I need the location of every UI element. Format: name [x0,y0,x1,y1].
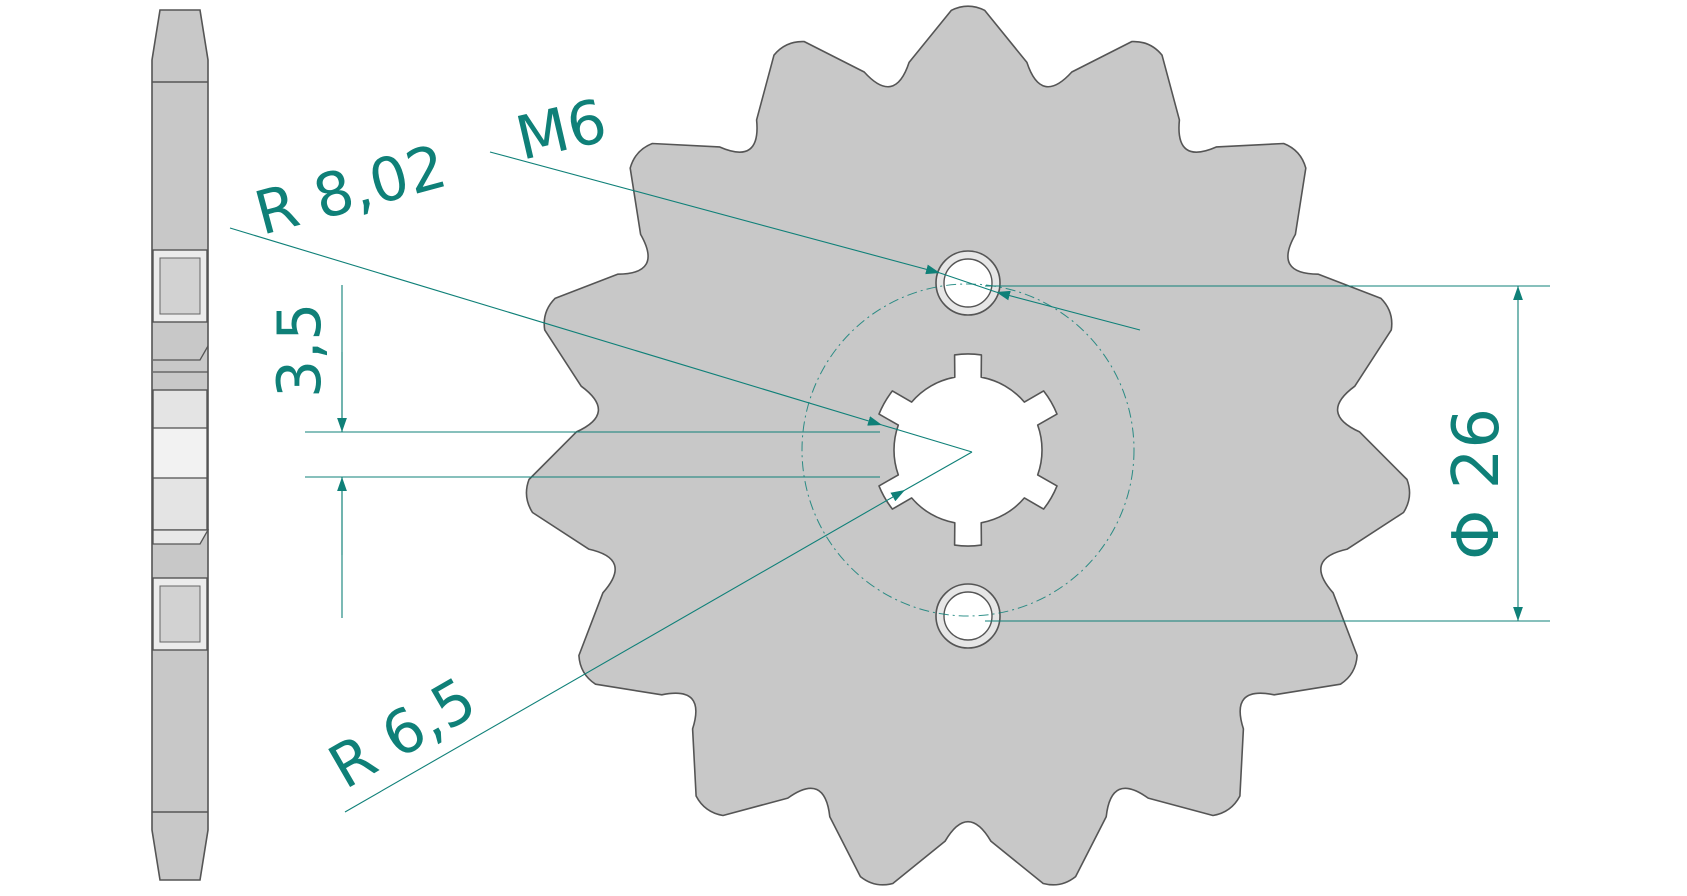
m6-label: M6 [510,86,613,174]
m6-leader [489,151,941,275]
side-view-hub-bevel-bottom [152,529,210,545]
side-view-tooth-gap-lower-inner [159,585,201,643]
d35-label: 3,5 [265,303,335,398]
r65-leader-to-center [904,451,973,491]
spline-bore [878,353,1058,547]
side-view-spline-notch [152,427,208,479]
dimensions [229,151,1550,813]
r802-leader [229,227,883,426]
m6-leader-extension [995,290,1141,331]
bolt-circle-centerline [801,283,1135,617]
r65-label: R 6,5 [318,664,488,803]
r802-leader-to-center [881,424,973,453]
phi26-label: Φ 26 [1440,408,1514,560]
r802-label: R 8,02 [248,132,454,250]
front-view [525,5,1411,886]
m6-leader-through [939,272,997,293]
side-view-hub-bevel-top [153,345,209,373]
r65-leader [344,489,906,813]
side-view-tooth-gap-upper-inner [159,257,201,315]
side-view [151,9,210,881]
